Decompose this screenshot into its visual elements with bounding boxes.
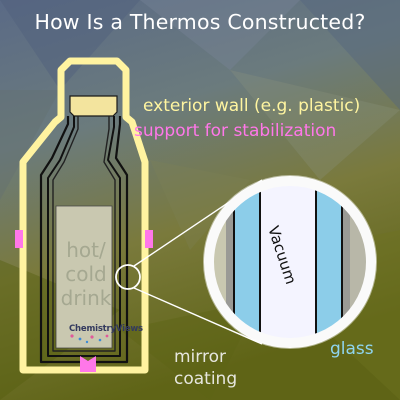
innermost-wall — [52, 116, 116, 352]
exterior-wall — [19, 57, 149, 374]
zoom-line-bottom — [133, 287, 263, 345]
support-bottom — [80, 356, 96, 372]
drink — [55, 205, 113, 349]
inner-glass-wall — [47, 116, 121, 357]
mirror-label-line-2: coating — [174, 369, 238, 389]
magnified-view: Vacuum — [203, 175, 377, 349]
support-right — [145, 230, 153, 248]
mirror-coating-label: mirror coating — [174, 346, 237, 390]
support-left — [15, 230, 23, 248]
drink-label-line-2: cold — [65, 262, 107, 286]
drink-label-line-3: drink — [60, 286, 112, 310]
glass-label: glass — [330, 339, 374, 359]
bubbles — [70, 334, 109, 344]
brand-logo: ChemistryViews — [69, 324, 143, 334]
page-title: How Is a Thermos Constructed? — [34, 10, 366, 34]
lid — [69, 95, 118, 117]
mirror-label-line-1: mirror — [174, 347, 226, 367]
exterior-wall-label: exterior wall (e.g. plastic) — [143, 96, 361, 116]
support-label: support for stabilization — [134, 121, 337, 141]
zoom-indicator-circle — [115, 264, 141, 290]
drink-label-line-1: hot/ — [66, 238, 106, 262]
